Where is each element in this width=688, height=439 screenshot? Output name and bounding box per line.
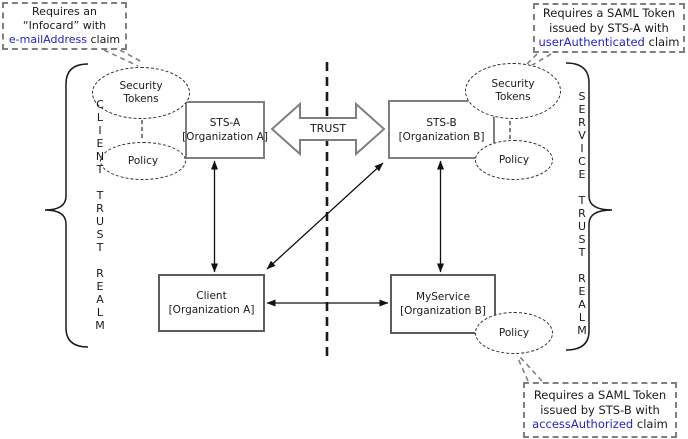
callout-sts-a-token-requirement: Requires a SAML Token issued by STS-A wi…	[533, 3, 685, 53]
ellipse-policy-sts-b: Policy	[475, 140, 553, 180]
callout-line: issued by STS-A with	[549, 20, 669, 35]
node-sts-a-title: STS-A	[209, 117, 241, 129]
realm-label-client-trust: C L I E N T T R U S T R E A L M	[95, 98, 105, 332]
callout-line: Requires a SAML Token	[533, 388, 667, 403]
claim-highlight: accessAuthorized	[532, 417, 634, 432]
node-client: Client [Organization A]	[158, 274, 265, 332]
node-sts-b-title: STS-B	[426, 116, 457, 129]
node-myservice-title: MyService	[415, 291, 471, 303]
node-sts-b-subtitle: [Organization B]	[398, 130, 485, 143]
callout-line: “Infocard” with	[22, 19, 107, 32]
claim-highlight: e-mailAddress	[8, 33, 87, 46]
callout-line: e-mailAddress claim	[9, 33, 120, 47]
callout-line: issued by STS-B with	[540, 402, 660, 417]
claim-suffix: claim	[633, 417, 668, 432]
callout-sts-b-token-requirement: Requires a SAML Token issued by STS-B wi…	[523, 382, 677, 438]
trust-arrow-label: TRUST	[309, 122, 347, 135]
brace-client-realm	[44, 63, 89, 348]
callout-tail-top-left	[103, 49, 143, 67]
realm-label-service-trust: S E R V I C E T R U S T R E A L M	[577, 90, 587, 337]
ellipse-policy-myservice: Policy	[475, 312, 553, 354]
node-client-subtitle: [Organization A]	[168, 304, 255, 316]
node-client-title: Client	[196, 290, 227, 302]
ellipse-policy-sts-a: Policy	[100, 142, 186, 180]
claim-suffix: claim	[87, 33, 121, 46]
callout-tail-bottom-right	[516, 355, 543, 382]
ellipse-security-tokens-client: Security Tokens	[92, 67, 190, 119]
callout-line: Requires an	[32, 5, 97, 18]
callout-line: userAuthenticated claim	[539, 35, 680, 50]
arrow-client-sts-b	[266, 162, 384, 270]
brace-service-realm	[565, 62, 613, 351]
claim-highlight: userAuthenticated	[538, 35, 645, 50]
trust-block-arrow	[270, 101, 386, 157]
node-myservice-subtitle: [Organization B]	[400, 305, 486, 317]
node-sts-a: STS-A [Organization A]	[182, 101, 268, 159]
callout-infocard-requirement: Requires an “Infocard” with e-mailAddres…	[2, 2, 127, 50]
callout-line: accessAuthorized claim	[532, 417, 668, 432]
claim-suffix: claim	[644, 35, 680, 50]
ellipse-security-tokens-service: Security Tokens	[465, 63, 561, 119]
node-sts-a-subtitle: [Organization A]	[182, 131, 268, 143]
callout-line: Requires a SAML Token	[542, 6, 676, 21]
